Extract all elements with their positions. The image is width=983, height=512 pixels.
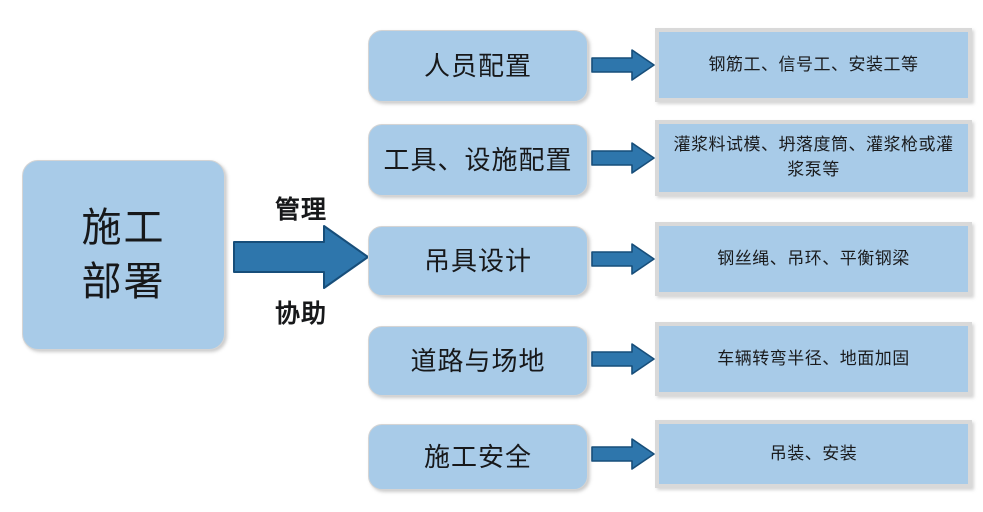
row-1-right-arrow-icon bbox=[591, 142, 655, 174]
category-node-4-label: 施工安全 bbox=[423, 441, 532, 472]
detail-node-2-label: 钢丝绳、吊环、平衡钢梁 bbox=[717, 248, 910, 268]
detail-node-1-label: 灌浆料试模、坍落度筒、灌浆枪或灌浆泵等 bbox=[673, 135, 954, 179]
edge-label-manage: 管理 bbox=[274, 196, 327, 224]
root-node-construction-deployment[interactable]: 施工部署 bbox=[22, 160, 225, 350]
root-node-label-line1: 施工 bbox=[81, 206, 166, 250]
root-node-label: 施工部署 bbox=[23, 201, 224, 309]
category-node-3-label: 道路与场地 bbox=[410, 345, 546, 376]
detail-node-2[interactable]: 钢丝绳、吊环、平衡钢梁 bbox=[655, 222, 972, 296]
category-node-0[interactable]: 人员配置 bbox=[368, 30, 588, 102]
row-2-right-arrow-icon bbox=[591, 243, 655, 275]
category-node-0-label: 人员配置 bbox=[423, 50, 532, 81]
category-node-3[interactable]: 道路与场地 bbox=[368, 326, 588, 396]
row-0-right-arrow-icon bbox=[591, 49, 655, 81]
detail-node-4-label: 吊装、安装 bbox=[769, 443, 858, 463]
category-node-4[interactable]: 施工安全 bbox=[368, 424, 588, 490]
category-node-1-label: 工具、设施配置 bbox=[383, 144, 573, 175]
detail-node-0[interactable]: 钢筋工、信号工、安装工等 bbox=[655, 28, 972, 102]
detail-node-4[interactable]: 吊装、安装 bbox=[655, 420, 972, 488]
category-node-1[interactable]: 工具、设施配置 bbox=[368, 124, 588, 196]
row-4-right-arrow-icon bbox=[591, 438, 655, 470]
row-3-right-arrow-icon bbox=[591, 343, 655, 375]
category-node-2[interactable]: 吊具设计 bbox=[368, 226, 588, 296]
detail-node-3[interactable]: 车辆转弯半径、地面加固 bbox=[655, 322, 972, 396]
detail-node-3-label: 车辆转弯半径、地面加固 bbox=[717, 348, 910, 368]
detail-node-0-label: 钢筋工、信号工、安装工等 bbox=[708, 54, 919, 74]
detail-node-1[interactable]: 灌浆料试模、坍落度筒、灌浆枪或灌浆泵等 bbox=[655, 120, 972, 196]
category-node-2-label: 吊具设计 bbox=[423, 245, 532, 276]
edge-label-assist: 协助 bbox=[274, 300, 327, 328]
big-right-arrow-icon bbox=[233, 225, 369, 289]
root-node-label-line2: 部署 bbox=[81, 260, 166, 304]
